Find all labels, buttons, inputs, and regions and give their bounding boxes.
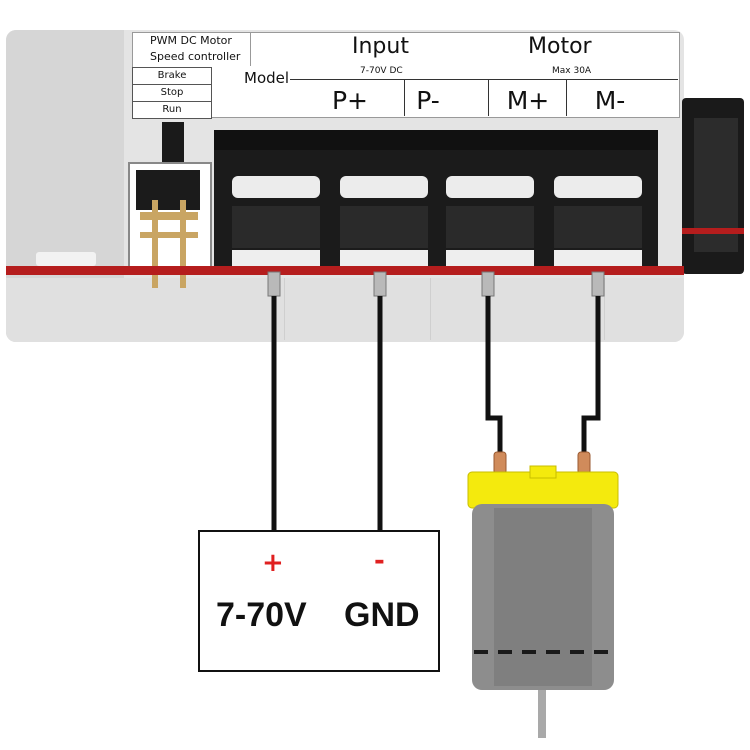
- lower-band-seam-3: [604, 278, 605, 340]
- motor-shaft: [538, 690, 546, 738]
- motor-terminal-plus: [493, 451, 507, 475]
- terminal-clamp-p-plus: [232, 206, 320, 248]
- mode-switch-slot: [136, 170, 200, 210]
- power-minus-symbol: -: [374, 546, 385, 576]
- left-vent-slot: [36, 252, 96, 266]
- terminal-label-m-plus: M+: [506, 86, 550, 115]
- side-connector-red-line: [682, 228, 744, 234]
- terminal-screw-p-minus[interactable]: [340, 176, 428, 198]
- input-title: Input: [352, 34, 409, 59]
- terminal-label-p-plus: P+: [331, 86, 369, 115]
- power-plus-symbol: +: [262, 548, 284, 578]
- power-voltage-label: 7-70V: [216, 596, 307, 634]
- terminal-divider-1: [404, 80, 405, 116]
- controller-title-line2: Speed controller: [150, 50, 241, 63]
- terminal-label-m-minus: M-: [594, 86, 626, 115]
- terminal-block-rear: [214, 130, 658, 150]
- wire-m-plus: [485, 296, 503, 454]
- terminal-screw-m-plus[interactable]: [446, 176, 534, 198]
- terminal-screw-p-plus[interactable]: [232, 176, 320, 198]
- power-ground-label: GND: [344, 596, 420, 634]
- terminal-screw-m-minus[interactable]: [554, 176, 642, 198]
- motor-end-cap-tab: [529, 465, 557, 479]
- terminal-opening-p-minus: [340, 250, 428, 268]
- model-underline: [290, 79, 314, 80]
- terminal-opening-m-plus: [446, 250, 534, 268]
- motor-subtitle: Max 30A: [552, 66, 592, 76]
- lower-band-seam-1: [284, 278, 285, 340]
- mode-switch-pin-left: [152, 200, 158, 288]
- terminal-divider-2: [488, 80, 489, 116]
- housing-lower-band: [6, 278, 684, 342]
- input-subtitle: 7-70V DC: [360, 66, 403, 76]
- lower-band-seam-2: [430, 278, 431, 340]
- wire-m-minus: [581, 296, 601, 454]
- motor-terminal-minus: [577, 451, 591, 475]
- terminal-clamp-m-plus: [446, 206, 534, 248]
- mode-switch-bar: [140, 212, 198, 220]
- terminal-clamp-m-minus: [554, 206, 642, 248]
- model-label: Model: [244, 69, 290, 87]
- mode-run: Run: [132, 101, 212, 119]
- red-stripe: [6, 266, 684, 275]
- motor-body-flat: [494, 508, 592, 686]
- terminal-header-line: [314, 79, 678, 80]
- terminal-clamp-p-minus: [340, 206, 428, 248]
- motor-title: Motor: [528, 34, 592, 59]
- controller-title-line1: PWM DC Motor: [150, 34, 232, 47]
- terminal-divider-3: [566, 80, 567, 116]
- mode-switch-pin-right: [180, 200, 186, 288]
- terminal-opening-m-minus: [554, 250, 642, 268]
- label-panel: [132, 32, 680, 118]
- label-panel-title-box: [132, 32, 251, 66]
- mode-switch-lever[interactable]: [162, 122, 184, 164]
- power-supply-box: [198, 530, 440, 672]
- terminal-label-p-minus: P-: [416, 86, 440, 115]
- terminal-opening-p-plus: [232, 250, 320, 268]
- mode-switch-bar-2: [140, 232, 198, 238]
